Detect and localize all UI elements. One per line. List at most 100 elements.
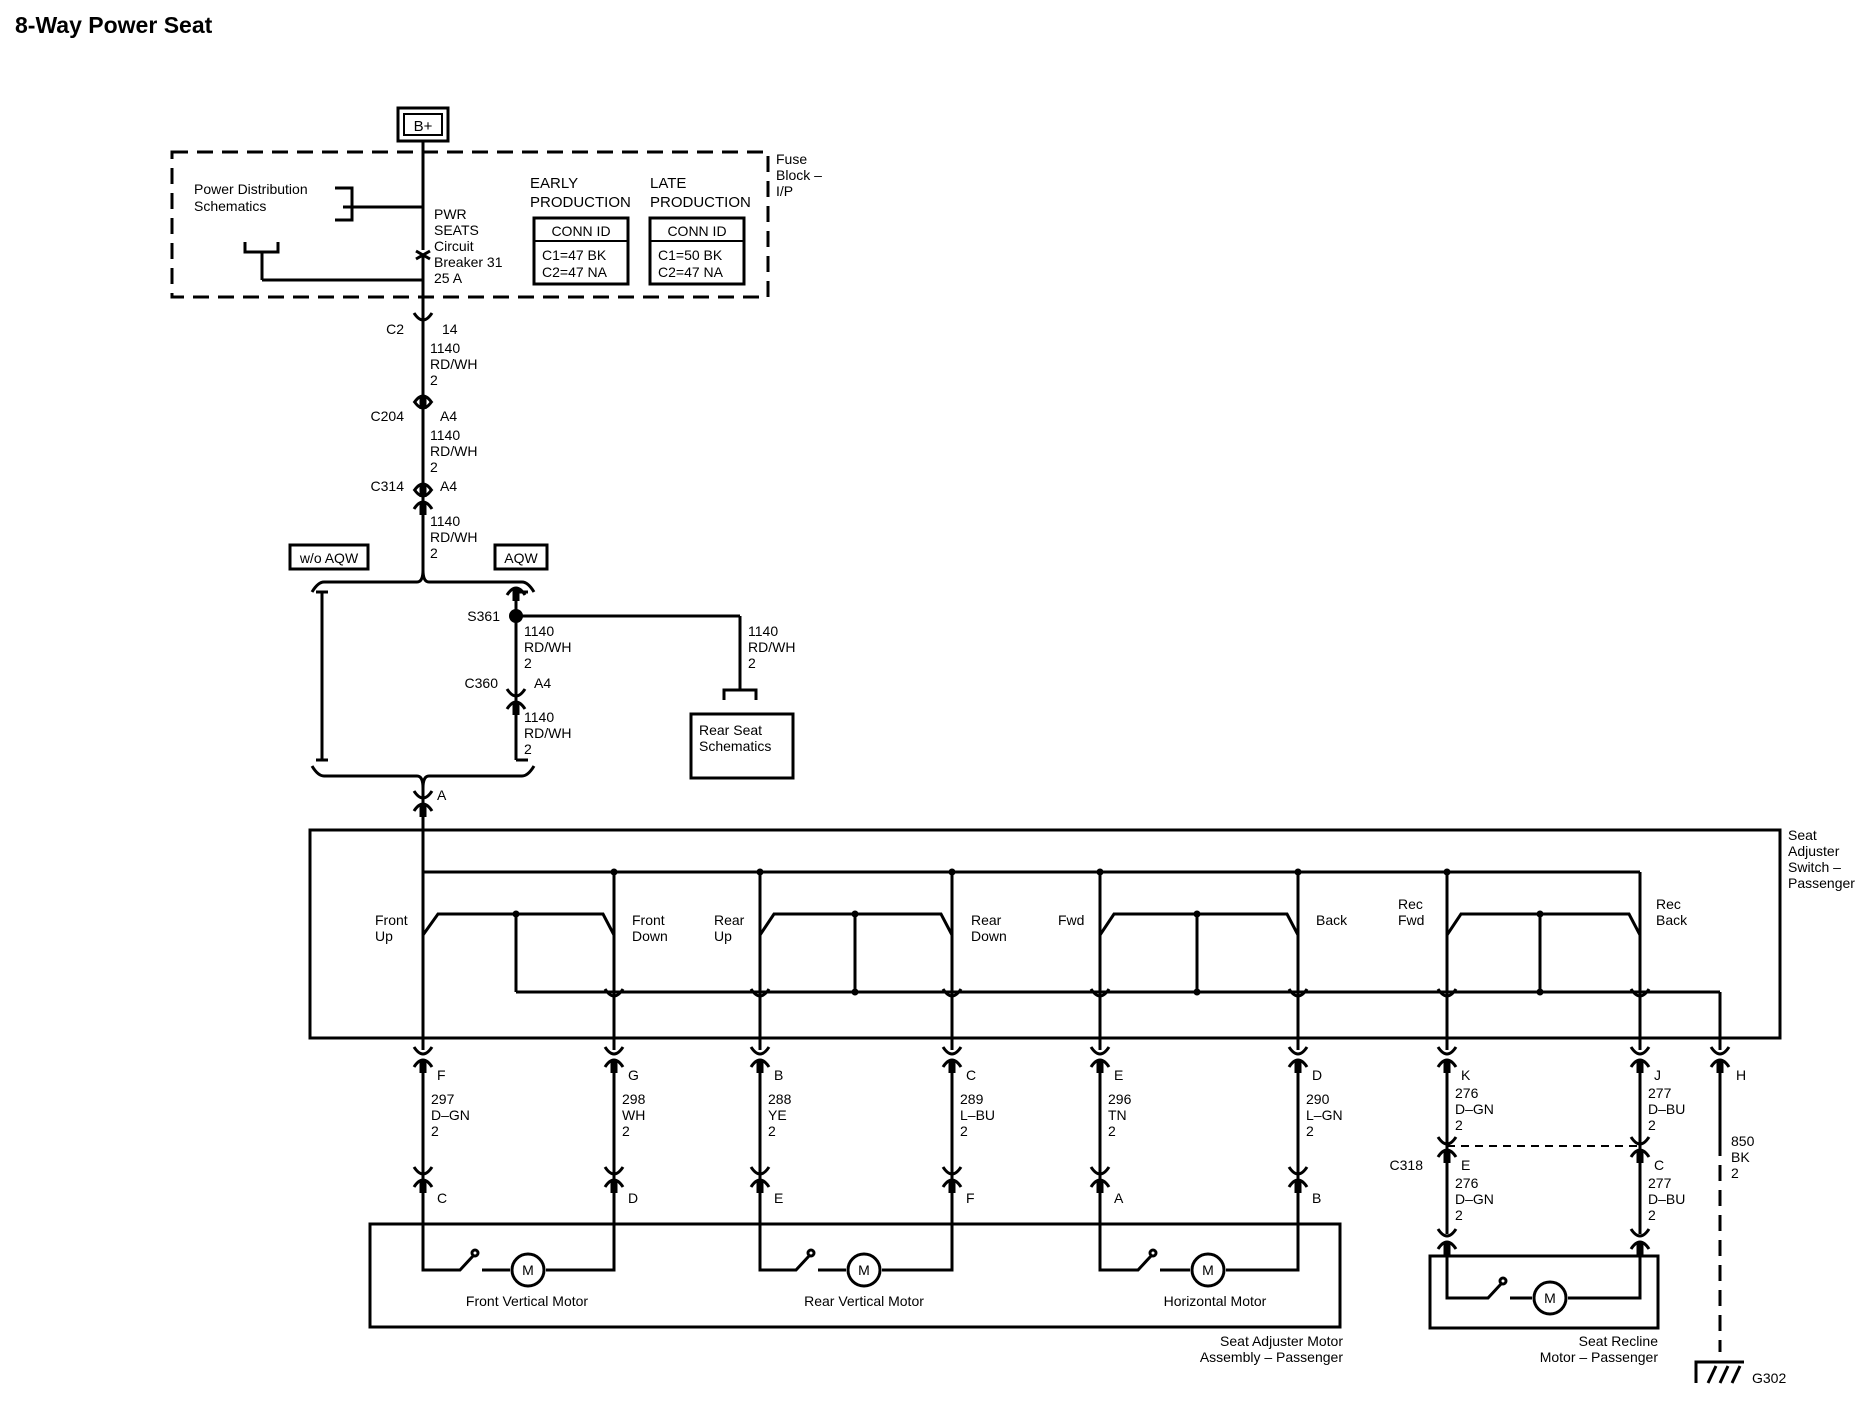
svg-text:M: M xyxy=(1202,1262,1214,1278)
svg-text:14: 14 xyxy=(442,321,458,337)
svg-text:RD/WH: RD/WH xyxy=(748,639,795,655)
svg-text:RD/WH: RD/WH xyxy=(430,443,477,459)
svg-text:C: C xyxy=(437,1190,447,1206)
circuit-breaker-31 xyxy=(415,232,431,316)
svg-text:1140: 1140 xyxy=(748,623,778,639)
svg-text:2: 2 xyxy=(430,545,438,561)
svg-text:1140: 1140 xyxy=(430,513,460,529)
svg-text:PRODUCTION: PRODUCTION xyxy=(530,194,631,211)
svg-text:276: 276 xyxy=(1455,1175,1479,1191)
svg-text:EARLY: EARLY xyxy=(530,175,578,192)
svg-text:Fwd: Fwd xyxy=(1398,912,1424,928)
svg-text:M: M xyxy=(1544,1290,1556,1306)
seat-recline-motor-passenger: M Seat Recline Motor – Passenger xyxy=(1428,1248,1660,1365)
svg-text:296: 296 xyxy=(1108,1091,1132,1107)
svg-text:M: M xyxy=(858,1262,870,1278)
switch-recline xyxy=(1445,910,1642,1050)
svg-text:2: 2 xyxy=(1306,1123,1314,1139)
svg-text:1140: 1140 xyxy=(430,427,460,443)
svg-text:1140: 1140 xyxy=(524,709,554,725)
svg-text:Horizontal Motor: Horizontal Motor xyxy=(1164,1293,1267,1309)
svg-text:SEATS: SEATS xyxy=(434,222,479,238)
svg-text:276: 276 xyxy=(1455,1085,1479,1101)
pos-rec-back: Rec xyxy=(1656,896,1681,912)
svg-text:G: G xyxy=(628,1067,639,1083)
circuit-label-k: K 276 D–GN 2 E 276 D–GN 2 xyxy=(1455,1067,1494,1223)
svg-text:2: 2 xyxy=(768,1123,776,1139)
svg-text:CONN ID: CONN ID xyxy=(667,223,726,239)
motor-icon xyxy=(1190,1252,1226,1288)
svg-text:A4: A4 xyxy=(440,408,457,424)
svg-text:RD/WH: RD/WH xyxy=(524,725,571,741)
svg-text:1140: 1140 xyxy=(524,623,554,639)
svg-text:A: A xyxy=(437,787,447,803)
svg-text:M: M xyxy=(522,1262,534,1278)
svg-text:288: 288 xyxy=(768,1091,792,1107)
svg-text:I/P: I/P xyxy=(776,183,793,199)
svg-text:CONN ID: CONN ID xyxy=(551,223,610,239)
svg-text:Block –: Block – xyxy=(776,167,822,183)
connector-c2: C2 xyxy=(386,321,404,337)
svg-text:C1=47 BK: C1=47 BK xyxy=(542,247,607,263)
ground-circuit-h: H 850 BK 2 xyxy=(1718,1064,1755,1352)
pos-rec-fwd: Rec xyxy=(1398,896,1423,912)
svg-text:298: 298 xyxy=(622,1091,646,1107)
svg-text:J: J xyxy=(1654,1067,1661,1083)
diagram-title: 8-Way Power Seat xyxy=(15,12,213,38)
svg-text:D–BU: D–BU xyxy=(1648,1191,1685,1207)
svg-text:B: B xyxy=(774,1067,783,1083)
svg-text:PRODUCTION: PRODUCTION xyxy=(650,194,751,211)
svg-text:A: A xyxy=(1114,1190,1124,1206)
svg-text:2: 2 xyxy=(1731,1165,1739,1181)
connector-c314: C314 xyxy=(371,478,405,494)
svg-text:TN: TN xyxy=(1108,1107,1127,1123)
svg-text:850: 850 xyxy=(1731,1133,1755,1149)
switch-front-vertical xyxy=(421,872,616,1050)
svg-text:2: 2 xyxy=(524,741,532,757)
svg-text:D–BU: D–BU xyxy=(1648,1101,1685,1117)
svg-text:AQW: AQW xyxy=(504,550,538,566)
connector-c318: C318 xyxy=(1390,1157,1424,1173)
svg-text:Circuit: Circuit xyxy=(434,238,474,254)
svg-text:2: 2 xyxy=(1108,1123,1116,1139)
svg-text:290: 290 xyxy=(1306,1091,1330,1107)
svg-text:A4: A4 xyxy=(440,478,457,494)
svg-text:2: 2 xyxy=(430,372,438,388)
svg-text:D: D xyxy=(628,1190,638,1206)
svg-text:F: F xyxy=(437,1067,446,1083)
svg-text:2: 2 xyxy=(1455,1117,1463,1133)
svg-text:D–GN: D–GN xyxy=(1455,1101,1494,1117)
svg-text:B: B xyxy=(1312,1190,1321,1206)
svg-text:Rear Vertical Motor: Rear Vertical Motor xyxy=(804,1293,924,1309)
svg-text:2: 2 xyxy=(748,655,756,671)
svg-text:25 A: 25 A xyxy=(434,270,463,286)
svg-text:RD/WH: RD/WH xyxy=(430,356,477,372)
circuit-label-b: B 288 YE 2 E xyxy=(768,1067,792,1206)
svg-text:Schematics: Schematics xyxy=(194,198,266,214)
late-production-conn-id: LATE PRODUCTION CONN ID C1=50 BK C2=47 N… xyxy=(648,175,751,286)
svg-text:D: D xyxy=(1312,1067,1322,1083)
svg-text:2: 2 xyxy=(1648,1117,1656,1133)
rear-vertical-motor: M Rear Vertical Motor xyxy=(758,1192,954,1309)
svg-text:Passenger: Passenger xyxy=(1788,875,1855,891)
svg-text:2: 2 xyxy=(430,459,438,475)
pos-front-down: Front xyxy=(632,912,665,928)
svg-text:E: E xyxy=(1114,1067,1123,1083)
pos-front-up: Front xyxy=(375,912,408,928)
option-aqw xyxy=(493,543,549,571)
svg-text:Assembly – Passenger: Assembly – Passenger xyxy=(1200,1349,1344,1365)
svg-text:H: H xyxy=(1736,1067,1746,1083)
svg-text:L–BU: L–BU xyxy=(960,1107,995,1123)
pos-fwd: Fwd xyxy=(1058,912,1084,928)
svg-text:w/o AQW: w/o AQW xyxy=(299,550,359,566)
svg-text:Switch –: Switch – xyxy=(1788,859,1841,875)
svg-text:Seat Recline: Seat Recline xyxy=(1579,1333,1659,1349)
switch-horizontal xyxy=(1098,910,1300,1050)
motor-icon xyxy=(846,1252,882,1288)
circuit-label-j: J 277 D–BU 2 C 277 D–BU 2 xyxy=(1648,1067,1685,1223)
svg-text:L–GN: L–GN xyxy=(1306,1107,1343,1123)
rear-seat-schematics-ref: Rear Seat Schematics xyxy=(689,712,795,780)
svg-text:277: 277 xyxy=(1648,1175,1672,1191)
svg-text:1140: 1140 xyxy=(430,340,460,356)
